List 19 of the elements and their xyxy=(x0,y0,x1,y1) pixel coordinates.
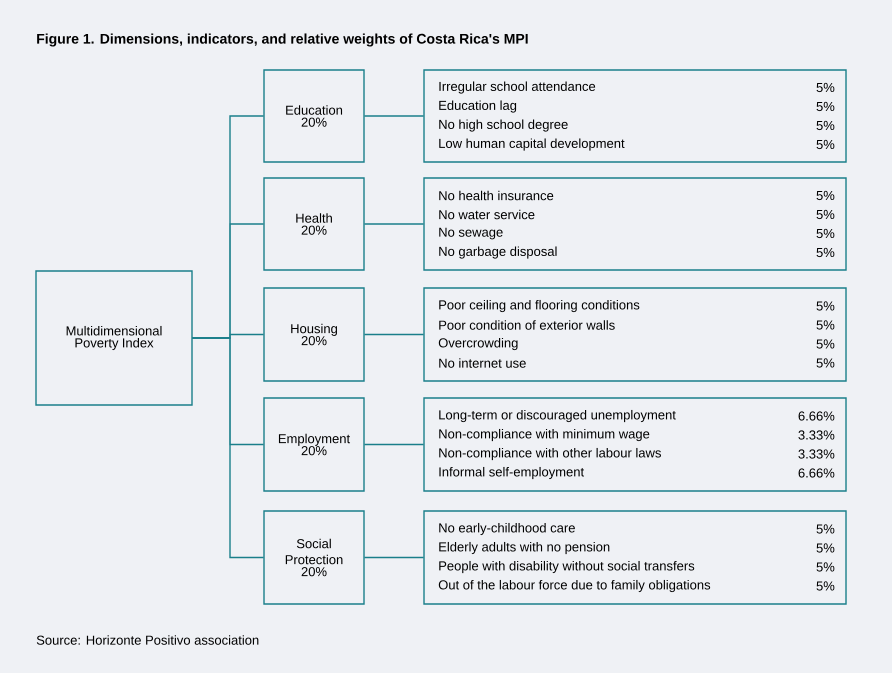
indicator-box: No early-childhood care 5% Elderly adults with no pension 5% People with disability without social transfers 5% Out of the labour force due to family obligations 5% xyxy=(423,510,847,605)
indicator-box: Poor ceiling and flooring conditions 5% Poor condition of exterior walls 5% Overcrowding 5% No internet use 5% xyxy=(423,287,847,382)
dimension-box: Housing 20% xyxy=(263,287,365,382)
dimension-box: Health 20% xyxy=(263,177,365,271)
connector-line xyxy=(192,337,264,558)
indicator-box: Long-term or discouraged unemployment 6.66% Non-compliance with minimum wage 3.33% Non-compliance with other labour laws 3.33% Informal self-employment 6.66% xyxy=(423,397,847,492)
connector-line xyxy=(364,223,424,225)
indicator-box: No health insurance 5% No water service 5% No sewage 5% No garbage disposal 5% xyxy=(423,177,847,271)
connector-line xyxy=(364,556,424,558)
dimension-box: Employment 20% xyxy=(263,397,365,492)
indicator-box: Irregular school attendance 5% Education lag 5% No high school degree 5% Low human capital development 5% xyxy=(423,69,847,163)
connector-line xyxy=(364,115,424,117)
figure-title: Figure 1. Dimensions, indicators, and relative weights of Costa Rica's MPI xyxy=(37,33,528,47)
dimension-box: Education 20% xyxy=(263,69,365,163)
connector-line xyxy=(364,334,424,336)
index-box: Multidimensional Poverty Index xyxy=(35,270,193,406)
source-note: Source: Horizonte Positivo association xyxy=(36,635,258,645)
dimension-box: Social Protection 20% xyxy=(263,510,365,605)
connector-line xyxy=(364,444,424,446)
